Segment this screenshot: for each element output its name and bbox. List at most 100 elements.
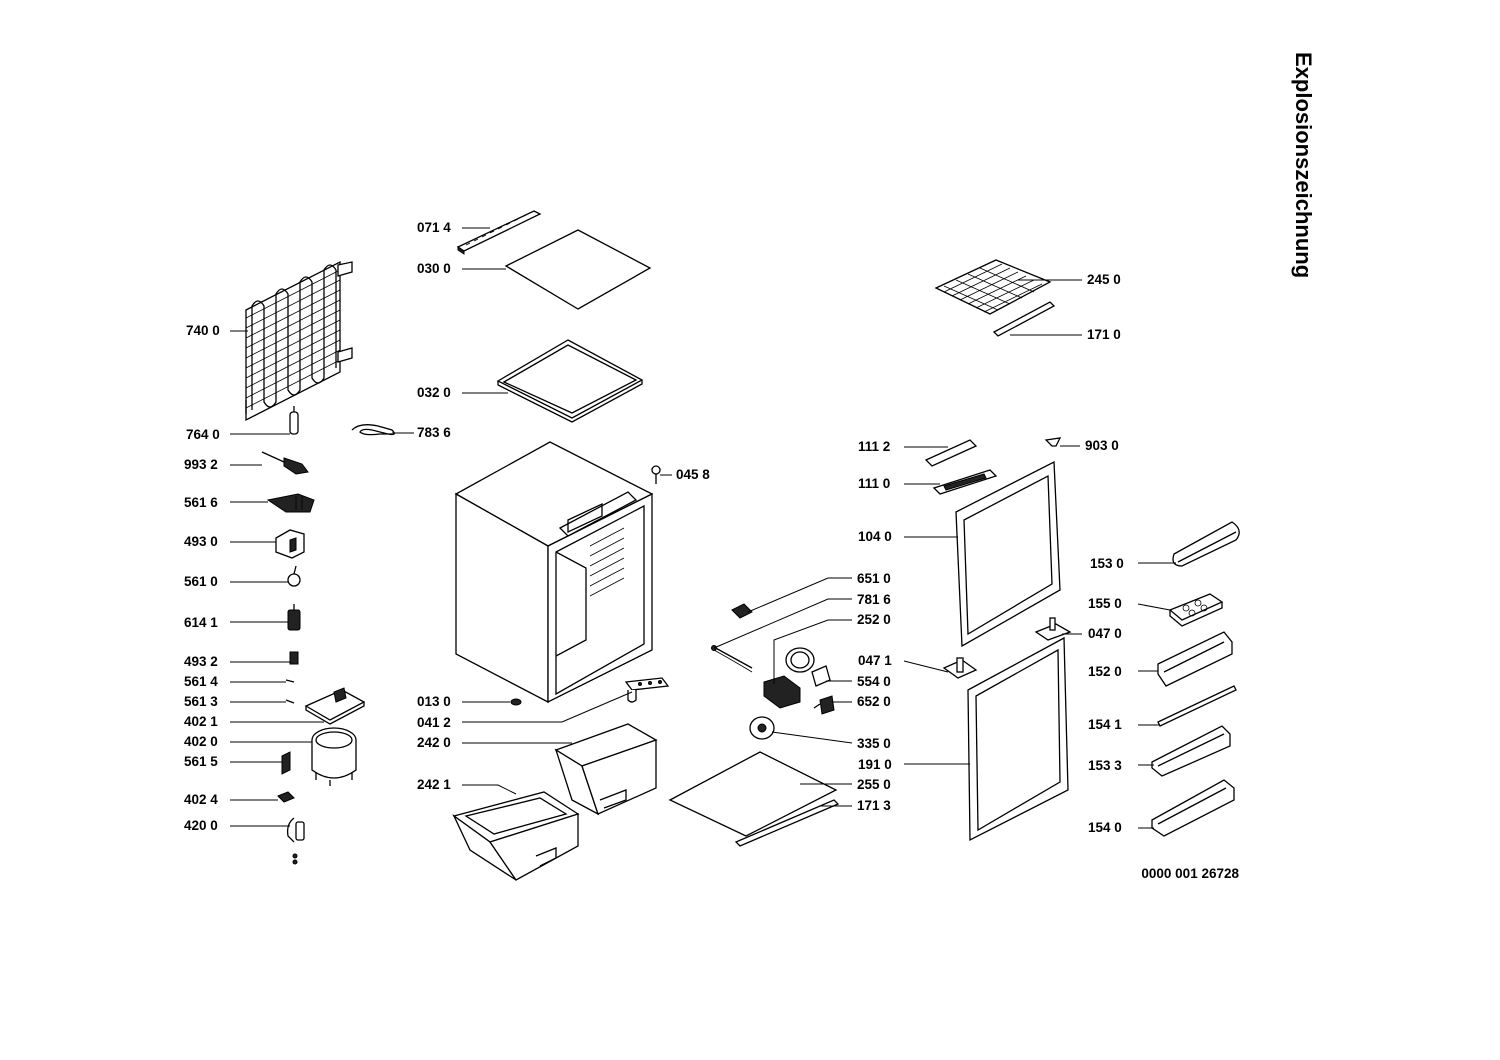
label-0470: 047 0 <box>1088 626 1122 641</box>
label-2450: 245 0 <box>1087 272 1121 287</box>
part-clip-4932 <box>289 651 299 665</box>
label-3350: 335 0 <box>857 736 891 751</box>
part-hinge-pin <box>651 465 661 484</box>
part-door-handle <box>932 469 998 495</box>
label-5615: 561 5 <box>184 754 218 769</box>
label-1530: 153 0 <box>1090 556 1124 571</box>
label-1910: 191 0 <box>858 757 892 772</box>
label-7400: 740 0 <box>186 323 220 338</box>
label-7640: 764 0 <box>186 427 220 442</box>
label-0320: 032 0 <box>417 385 451 400</box>
label-6520: 652 0 <box>857 694 891 709</box>
label-1713: 171 3 <box>857 798 891 813</box>
label-0714: 071 4 <box>417 220 451 235</box>
label-1541: 154 1 <box>1088 717 1122 732</box>
part-glass-shelf <box>496 339 644 423</box>
label-1110: 111 0 <box>858 476 890 491</box>
label-1533: 153 3 <box>1088 758 1122 773</box>
part-egg-tray <box>1168 593 1224 627</box>
part-condenser <box>245 260 353 422</box>
part-labels: 071 4 030 0 740 0 032 0 764 0 783 6 993 … <box>184 220 1124 835</box>
part-screw-5613 <box>285 699 295 704</box>
label-9932: 993 2 <box>184 457 218 472</box>
label-2421: 242 1 <box>417 777 451 792</box>
part-screw-cap <box>1044 437 1062 447</box>
part-butter-dish <box>1157 631 1233 687</box>
part-control-knob <box>749 716 775 740</box>
document-number: 0000 001 26728 <box>1141 866 1239 881</box>
part-cabinet-body <box>454 441 654 704</box>
label-4932: 493 2 <box>184 654 218 669</box>
label-7836: 783 6 <box>417 425 451 440</box>
part-crisper-drawer-back <box>554 723 658 816</box>
part-butter-lid <box>1172 521 1240 567</box>
part-wire-shelf <box>934 259 1052 315</box>
part-filter-drier <box>289 406 299 435</box>
part-mounting-plate <box>304 687 366 725</box>
part-screw-5614 <box>285 679 295 683</box>
part-starter-relay <box>287 604 301 631</box>
part-thermostat-knob <box>813 695 835 715</box>
part-door-shelf <box>1151 725 1231 777</box>
part-compressor <box>311 727 357 786</box>
part-sensor-cable <box>261 451 309 475</box>
part-thermostat <box>266 493 315 513</box>
label-5540: 554 0 <box>857 674 891 689</box>
label-0458: 045 8 <box>676 467 710 482</box>
part-vent-grille <box>456 210 542 255</box>
label-2550: 255 0 <box>857 777 891 792</box>
label-0471: 047 1 <box>858 653 892 668</box>
part-door-hinge-bottom <box>942 657 978 679</box>
label-5610: 561 0 <box>184 574 218 589</box>
part-crisper-drawer-front <box>452 791 580 881</box>
label-4021: 402 1 <box>184 714 218 729</box>
label-9030: 903 0 <box>1085 438 1119 453</box>
label-5613: 561 3 <box>184 694 218 709</box>
part-overload-protector <box>287 565 301 587</box>
part-power-cord <box>286 817 305 865</box>
label-1540: 154 0 <box>1088 820 1122 835</box>
label-4930: 493 0 <box>184 534 218 549</box>
label-1710: 171 0 <box>1087 327 1121 342</box>
part-grommet <box>277 791 295 803</box>
label-7816: 781 6 <box>857 592 891 607</box>
label-5616: 561 6 <box>184 495 218 510</box>
part-capillary-clip <box>351 424 395 436</box>
part-bottle-bar <box>1157 685 1237 727</box>
label-4200: 420 0 <box>184 818 218 833</box>
label-1550: 155 0 <box>1088 596 1122 611</box>
part-bottom-hinge <box>624 677 670 703</box>
part-handle-cap <box>924 439 978 467</box>
label-4020: 402 0 <box>184 734 218 749</box>
part-cable-holder <box>281 751 291 775</box>
part-foot <box>510 698 522 706</box>
label-0130: 013 0 <box>417 694 451 709</box>
label-1040: 104 0 <box>858 529 892 544</box>
label-6510: 651 0 <box>857 571 891 586</box>
part-shelf-profile <box>992 301 1056 337</box>
part-wiring-harness <box>711 645 753 673</box>
part-lamp-housing <box>763 647 831 709</box>
label-2420: 242 0 <box>417 735 451 750</box>
part-relay-cover <box>275 529 305 559</box>
part-lamp-switch <box>731 603 753 619</box>
label-1112: 111 2 <box>858 439 890 454</box>
label-0412: 041 2 <box>417 715 451 730</box>
label-4024: 402 4 <box>184 792 218 807</box>
leader-lines <box>230 227 1176 829</box>
part-door-gasket <box>967 636 1069 842</box>
diagram-title: Explosionszeichnung <box>1291 52 1316 278</box>
part-front-profile-strip <box>734 799 840 847</box>
part-bottle-shelf <box>1151 779 1235 837</box>
label-1520: 152 0 <box>1088 664 1122 679</box>
label-6141: 614 1 <box>184 615 218 630</box>
part-freezer-door <box>955 460 1061 648</box>
part-top-cover-plate <box>504 229 652 310</box>
part-door-hinge-top <box>1034 617 1072 641</box>
label-5614: 561 4 <box>184 674 218 689</box>
label-0300: 030 0 <box>417 261 451 276</box>
label-2520: 252 0 <box>857 612 891 627</box>
part-crisper-cover-glass <box>668 751 838 837</box>
